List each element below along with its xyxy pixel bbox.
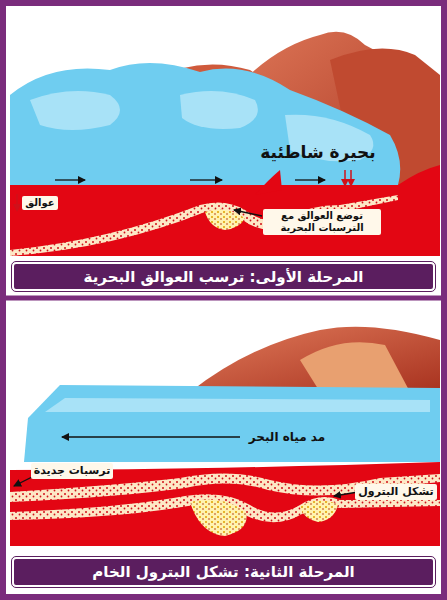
callout-label: توضع العوالق مع الترسبات البحرية <box>263 209 381 235</box>
callout-label: ترسبات جديدة <box>31 463 114 478</box>
stage-banner: المرحلة الثانية: تشكل البترول الخام <box>12 557 435 587</box>
callout-label: عوالق <box>22 196 57 210</box>
stage-title: المرحلة الأولى: ترسب العوالق البحرية <box>84 268 364 286</box>
callout-label: مد مياه البحر <box>249 430 325 444</box>
callout-label: تشكل البترول <box>355 484 436 499</box>
stage-banner: المرحلة الأولى: ترسب العوالق البحرية <box>12 262 435 291</box>
callout-label: بحيرة شاطئية <box>260 142 375 162</box>
stage-title: المرحلة الثانية: تشكل البترول الخام <box>92 563 354 581</box>
